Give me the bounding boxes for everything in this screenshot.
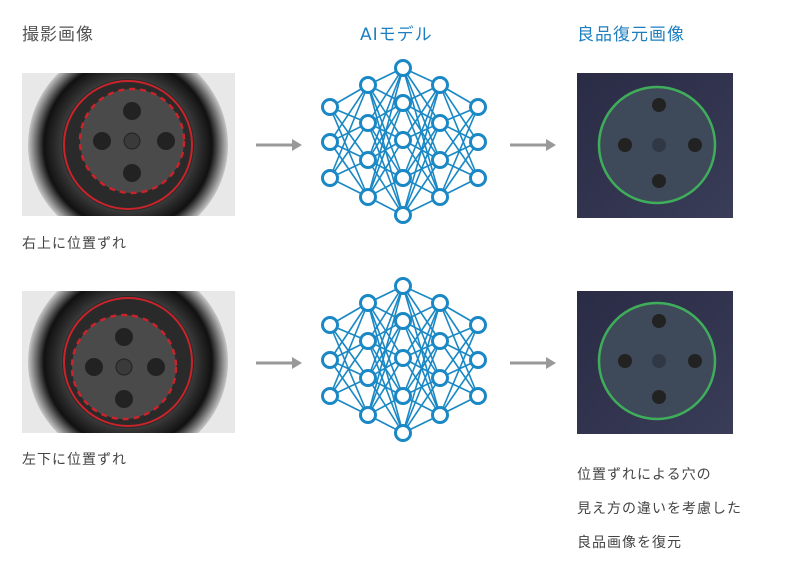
network-edge [329, 340, 369, 397]
network-node [431, 369, 449, 387]
network-node [469, 387, 487, 405]
network-node [321, 133, 339, 151]
network-node [359, 294, 377, 312]
network-node [359, 114, 377, 132]
note-line: 良品画像を復元 [577, 535, 682, 551]
network-node [431, 406, 449, 424]
network-node [469, 351, 487, 369]
network-edge [402, 302, 441, 359]
network-edge [329, 84, 369, 179]
network-node [359, 188, 377, 206]
neural-network-icon [321, 59, 487, 224]
network-edge [367, 67, 404, 198]
network-edge [367, 357, 404, 416]
network-edge [402, 159, 441, 216]
network-edge [402, 84, 441, 141]
network-node [469, 169, 487, 187]
header-restored-image: 良品復元画像 [577, 25, 685, 45]
network-node [394, 169, 412, 187]
network-edge [402, 122, 441, 216]
network-edge [367, 67, 404, 124]
network-node [321, 351, 339, 369]
network-node [359, 369, 377, 387]
network-node [394, 94, 412, 112]
network-edge [367, 67, 404, 161]
note-line: 見え方の違いを考慮した [577, 501, 742, 517]
arrow-icon [510, 357, 556, 369]
network-node [394, 424, 412, 442]
network-node [431, 294, 449, 312]
network-node [394, 131, 412, 149]
network-edge [439, 359, 479, 416]
network-node [469, 133, 487, 151]
network-edge [439, 84, 479, 179]
network-edge [402, 377, 441, 434]
network-edge [402, 340, 441, 434]
network-node [321, 169, 339, 187]
network-node [469, 316, 487, 334]
note-line: 位置ずれによる穴の [577, 467, 712, 483]
caption-row-2: 左下に位置ずれ [22, 452, 127, 468]
network-node [394, 349, 412, 367]
network-edge [402, 302, 441, 434]
arrow-icon [510, 139, 556, 151]
restoration-note: 位置ずれによる穴の 見え方の違いを考慮した 良品画像を復元 [577, 458, 742, 560]
network-edge [439, 302, 479, 397]
network-edge [367, 285, 404, 416]
network-node [431, 76, 449, 94]
network-node [394, 312, 412, 330]
network-node [394, 277, 412, 295]
network-edge [329, 122, 369, 179]
network-edge [439, 141, 479, 198]
network-edge [329, 84, 369, 143]
network-node [321, 98, 339, 116]
network-edge [367, 102, 404, 198]
network-node [359, 151, 377, 169]
network-edge [402, 285, 441, 379]
arrow-icon [256, 139, 302, 151]
network-edge [367, 139, 404, 198]
network-edge [329, 302, 369, 361]
network-node [394, 387, 412, 405]
network-node [394, 59, 412, 77]
network-node [431, 114, 449, 132]
network-node [394, 206, 412, 224]
network-edge [367, 285, 404, 379]
captured-photo-bottom-left-shift [22, 291, 235, 433]
network-node [359, 76, 377, 94]
network-edge [329, 324, 369, 416]
network-edge [329, 106, 369, 198]
network-edge [402, 302, 441, 397]
network-node [359, 332, 377, 350]
network-node [469, 98, 487, 116]
caption-row-1: 右上に位置ずれ [22, 236, 127, 252]
network-edge [367, 285, 404, 342]
network-edge [402, 67, 441, 124]
restored-photo-2 [577, 291, 733, 434]
network-node [431, 188, 449, 206]
network-node [431, 332, 449, 350]
network-edge [402, 84, 441, 216]
network-node [321, 316, 339, 334]
header-ai-model: AIモデル [360, 25, 433, 45]
restored-photo-1 [577, 73, 733, 218]
network-node [431, 151, 449, 169]
neural-network-icon [321, 277, 487, 442]
network-edge [367, 320, 404, 416]
network-edge [402, 285, 441, 342]
network-edge [329, 302, 369, 397]
network-edge [439, 106, 479, 161]
network-edge [439, 302, 479, 361]
network-node [359, 406, 377, 424]
network-node [321, 387, 339, 405]
network-edge [439, 324, 479, 416]
network-edge [402, 84, 441, 179]
network-edge [439, 106, 479, 198]
captured-photo-top-right-shift [22, 73, 235, 216]
network-edge [402, 67, 441, 161]
network-edge [439, 84, 479, 143]
header-captured-image: 撮影画像 [22, 25, 94, 45]
network-edge [439, 324, 479, 379]
arrow-icon [256, 357, 302, 369]
